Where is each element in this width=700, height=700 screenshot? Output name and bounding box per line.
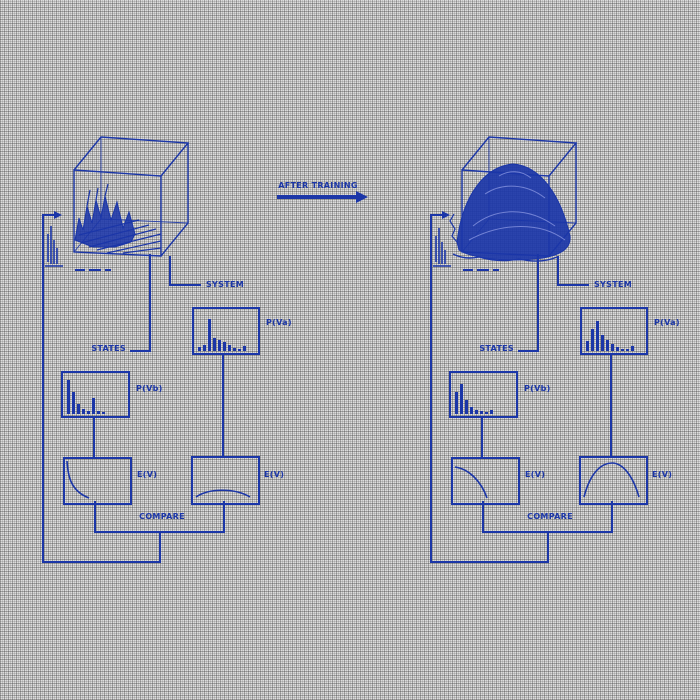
feedback-arrowhead-icon — [54, 211, 62, 219]
probability-label: P(Vb) — [136, 384, 163, 393]
system-label: SYSTEM — [206, 280, 244, 289]
training-arrow-label: AFTER TRAINING — [278, 181, 358, 190]
states-connector-line — [537, 254, 539, 352]
compare-bus-line — [94, 531, 225, 533]
energy-label: E(V) — [264, 470, 285, 479]
rough-energy-surface — [74, 183, 162, 254]
system-connector-line — [557, 256, 559, 286]
flow-line — [610, 353, 612, 457]
diagram-after-training: SYSTEM STATES P(Va) P(Vb) E(V) E(V) COMP… — [388, 0, 700, 640]
states-label: STATES — [91, 344, 126, 353]
probability-label: P(Va) — [654, 318, 680, 327]
training-arrowhead-icon — [356, 191, 368, 203]
energy-landscape-cube-before — [45, 136, 190, 271]
compare-stub-line — [482, 501, 484, 533]
energy-curve — [195, 489, 251, 498]
probability-label: P(Vb) — [524, 384, 551, 393]
histogram-bars — [67, 376, 125, 414]
axis-marginal-bars — [45, 226, 63, 267]
trained-energy-mountain — [449, 163, 571, 262]
probability-label: P(Va) — [266, 318, 292, 327]
compare-label: COMPARE — [527, 512, 573, 521]
compare-stub-line — [223, 501, 225, 533]
energy-curve-box — [63, 457, 132, 505]
diagram-before-training: SYSTEM STATES P(Va) P(Vb) E(V) E(V) COMP… — [0, 0, 350, 640]
energy-label: E(V) — [525, 470, 546, 479]
energy-curve-box — [191, 456, 260, 505]
histogram-bars — [198, 312, 255, 351]
feedback-loop-line — [44, 214, 55, 216]
probability-histogram-box — [580, 307, 648, 355]
feedback-arrowhead-icon — [442, 211, 450, 219]
energy-curve-box — [579, 456, 648, 505]
feedback-loop-line — [547, 533, 549, 563]
flow-line — [93, 416, 95, 457]
histogram-bars — [586, 312, 643, 351]
compare-stub-line — [94, 501, 96, 533]
system-label: SYSTEM — [594, 280, 632, 289]
system-connector-line — [557, 284, 589, 286]
feedback-loop-line — [430, 561, 549, 563]
energy-curve — [66, 460, 90, 499]
probability-histogram-box — [61, 371, 130, 418]
axis-marginal-bars — [433, 228, 451, 267]
feedback-loop-line — [430, 214, 432, 563]
states-label: STATES — [479, 344, 514, 353]
energy-label: E(V) — [137, 470, 158, 479]
feedback-loop-line — [432, 214, 443, 216]
energy-curve — [454, 466, 488, 499]
states-connector-line — [518, 350, 539, 352]
feedback-loop-line — [159, 533, 161, 563]
energy-curve — [583, 462, 640, 498]
system-connector-line — [169, 256, 171, 286]
histogram-bars — [455, 376, 513, 414]
energy-label: E(V) — [652, 470, 673, 479]
energy-landscape-cube-after — [433, 136, 578, 271]
flow-line — [481, 416, 483, 457]
compare-stub-line — [611, 501, 613, 533]
compare-label: COMPARE — [139, 512, 185, 521]
training-arrow-line — [277, 195, 357, 199]
compare-bus-line — [482, 531, 613, 533]
feedback-loop-line — [42, 561, 161, 563]
flow-line — [222, 353, 224, 457]
energy-curve-box — [451, 457, 520, 505]
probability-histogram-box — [192, 307, 260, 355]
feedback-loop-line — [42, 214, 44, 563]
states-connector-line — [149, 254, 151, 352]
probability-histogram-box — [449, 371, 518, 418]
states-connector-line — [130, 350, 151, 352]
system-connector-line — [169, 284, 201, 286]
